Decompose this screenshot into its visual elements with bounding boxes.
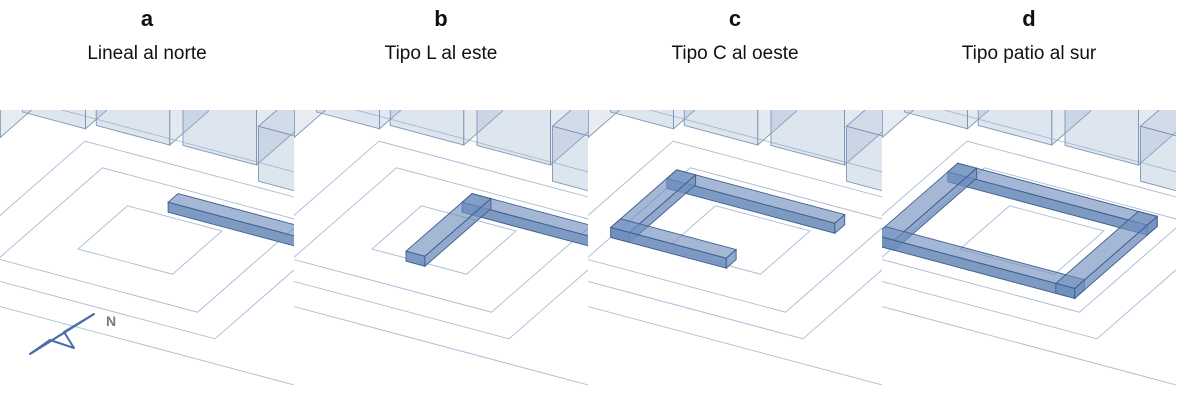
panel-letter: b (434, 6, 448, 31)
scene-group (294, 110, 588, 386)
scene-group (0, 110, 294, 386)
volume-3-side (844, 110, 882, 166)
volume-4-front (846, 125, 882, 192)
panel-caption: Tipo C al oeste (671, 43, 799, 64)
volume-4-top (257, 110, 294, 137)
volume-2-front (389, 110, 465, 146)
panel-b: b Tipo L al este (294, 0, 588, 396)
panel-letter: a (140, 6, 154, 31)
volume-6-side (588, 110, 621, 139)
volume-3-front (770, 110, 845, 166)
volume-6-side (0, 110, 33, 139)
plaza-outline (371, 205, 517, 275)
scene-c-shape (588, 110, 882, 386)
scene-patio (882, 110, 1176, 386)
building-segment-3-top (609, 218, 738, 259)
panel-d: d Tipo patio al sur (882, 0, 1176, 396)
volume-3-front (182, 110, 257, 166)
volume-4-top (1139, 110, 1176, 137)
inner-lot-outline (294, 167, 588, 313)
inner-lot-outline (0, 167, 294, 313)
panel-letter: d (1022, 6, 1036, 31)
plaza-outline (665, 205, 811, 275)
plaza-outline (77, 205, 223, 275)
scene-l-shape (294, 110, 588, 386)
volume-3-front (476, 110, 551, 166)
volume-1-front (610, 110, 674, 130)
building-segment-4-top (1054, 210, 1159, 289)
lot-outline (294, 140, 588, 340)
volume-6-side (882, 110, 915, 139)
lot-outline (882, 140, 1176, 340)
panel-caption: Tipo L al este (384, 43, 498, 64)
lot-outline (588, 140, 882, 340)
building-segment-1-top (167, 193, 294, 237)
panel-a: a Lineal al norte (0, 0, 294, 396)
volume-4-front (258, 125, 294, 192)
volume-3-side (550, 110, 588, 166)
panel-caption: Lineal al norte (87, 43, 207, 64)
panel-caption: Tipo patio al sur (961, 43, 1097, 64)
scene-lineal (0, 110, 294, 386)
scene-group (882, 110, 1176, 386)
lot-outline (0, 140, 294, 340)
volume-3-side (256, 110, 294, 166)
volume-4-front (552, 125, 588, 192)
volume-2-front (683, 110, 759, 146)
panel-c: c Tipo C al oeste (588, 0, 882, 396)
volume-4-front (1140, 125, 1176, 192)
volume-3-front (1064, 110, 1139, 166)
volume-2-front (977, 110, 1053, 146)
volume-2-front (95, 110, 171, 146)
volume-4-top (845, 110, 882, 137)
volume-6-side (294, 110, 327, 139)
building-segment-2-top (405, 193, 492, 257)
volume-3-side (1138, 110, 1176, 166)
north-label: N (106, 313, 117, 329)
building-segment-2-top (882, 162, 978, 241)
building-segment-3-top (882, 226, 1086, 289)
volume-1-front (904, 110, 968, 130)
volume-1-front (316, 110, 380, 130)
north-arrow-icon (29, 313, 95, 355)
scene-group (588, 110, 882, 386)
building-segment-1-front (167, 201, 294, 247)
volume-4-top (551, 110, 588, 137)
building-segment-1-top (946, 162, 1159, 226)
panel-letter: c (728, 6, 742, 31)
volume-1-front (22, 110, 86, 130)
